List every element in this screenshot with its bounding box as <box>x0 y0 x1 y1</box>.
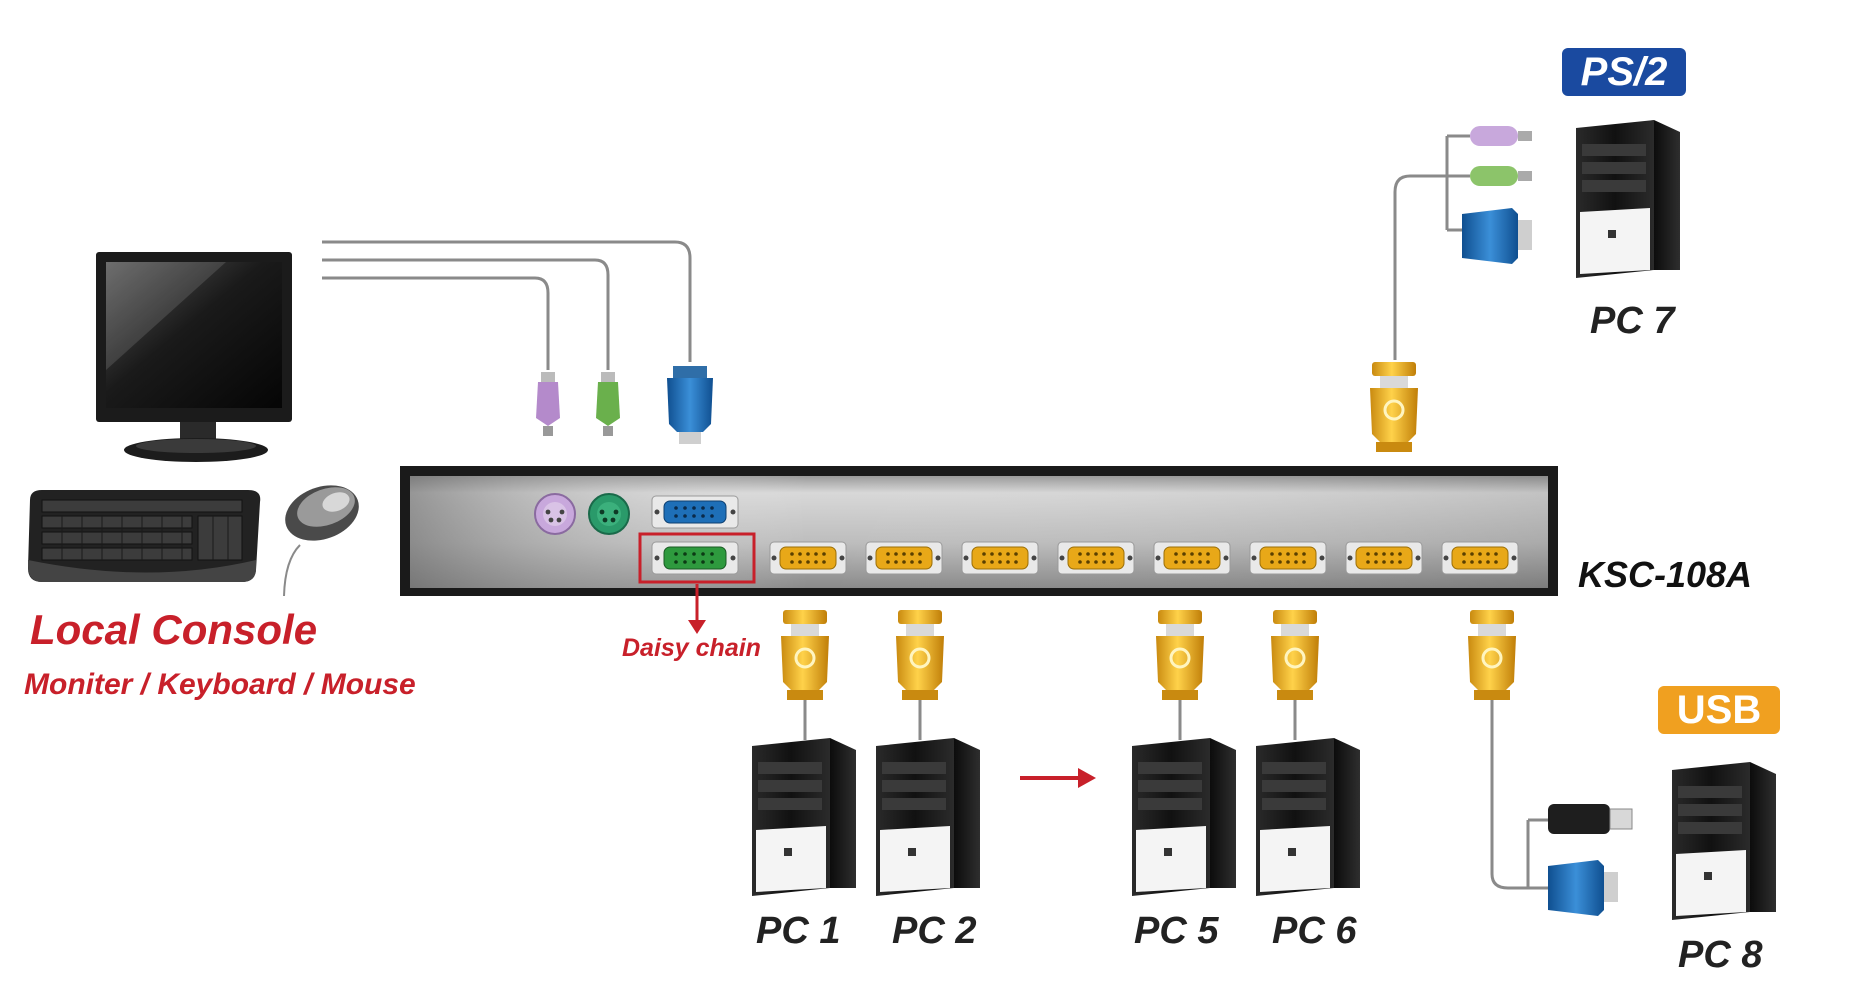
pc5-label: PC 5 <box>1134 910 1219 952</box>
switch-daisy-chain-port <box>651 541 739 575</box>
pc8-vga-blue-connector <box>1548 860 1618 916</box>
pc5-vga-connector <box>1154 608 1206 702</box>
console-ps2-purple-connector <box>536 372 560 436</box>
pc7-vga-blue-connector <box>1462 208 1532 264</box>
switch-pc-port-1 <box>769 541 847 575</box>
console-cables <box>322 240 692 370</box>
pc7-ps2-purple-connector <box>1470 126 1532 146</box>
switch-pc-port-6 <box>1249 541 1327 575</box>
keyboard-icon <box>28 490 261 582</box>
pc8-switch-vga-connector <box>1466 608 1518 702</box>
pc2-vga-connector <box>894 608 946 702</box>
console-ps2-green-connector <box>596 372 620 436</box>
pc2-label: PC 2 <box>892 910 977 952</box>
ps2-badge: PS/2 <box>1562 48 1686 96</box>
usb-badge: USB <box>1658 686 1780 734</box>
pc7-switch-vga-connector <box>1368 360 1420 454</box>
pc7-label: PC 7 <box>1590 300 1675 342</box>
kvm-switch-body <box>400 466 1558 596</box>
pc8-label: PC 8 <box>1678 934 1763 976</box>
arrow-down-icon <box>688 584 706 634</box>
daisy-chain-highlight <box>638 532 756 584</box>
switch-pc-port-5 <box>1153 541 1231 575</box>
switch-model-label: KSC-108A <box>1578 554 1753 595</box>
pc8-usb-connector <box>1548 804 1633 834</box>
switch-pc-port-4 <box>1057 541 1135 575</box>
pc8-tower-icon <box>1672 762 1776 920</box>
pc6-label: PC 6 <box>1272 910 1357 952</box>
mouse-icon <box>283 485 359 597</box>
pc6-tower-icon <box>1256 738 1360 896</box>
console-vga-blue-connector <box>667 366 713 444</box>
pc5-tower-icon <box>1132 738 1236 896</box>
arrow-right-icon <box>1020 768 1096 788</box>
switch-ps2-keyboard-port <box>534 493 576 535</box>
pc2-tower-icon <box>876 738 980 896</box>
pc7-ps2-green-connector <box>1470 166 1532 186</box>
switch-pc-port-3 <box>961 541 1039 575</box>
local-console-subtitle: Moniter / Keyboard / Mouse <box>24 668 416 701</box>
pc1-vga-connector <box>779 608 831 702</box>
switch-pc-port-7 <box>1345 541 1423 575</box>
pc1-label: PC 1 <box>756 910 841 952</box>
pc6-vga-connector <box>1269 608 1321 702</box>
pc-cables <box>803 134 1560 890</box>
switch-pc-port-8 <box>1441 541 1519 575</box>
pc1-tower-icon <box>752 738 856 896</box>
switch-console-vga-port <box>651 495 739 529</box>
switch-pc-port-2 <box>865 541 943 575</box>
monitor-icon <box>96 252 292 462</box>
daisy-chain-label: Daisy chain <box>622 634 761 662</box>
switch-ps2-mouse-port <box>588 493 630 535</box>
pc7-tower-icon <box>1576 120 1680 278</box>
local-console-title: Local Console <box>30 606 318 653</box>
